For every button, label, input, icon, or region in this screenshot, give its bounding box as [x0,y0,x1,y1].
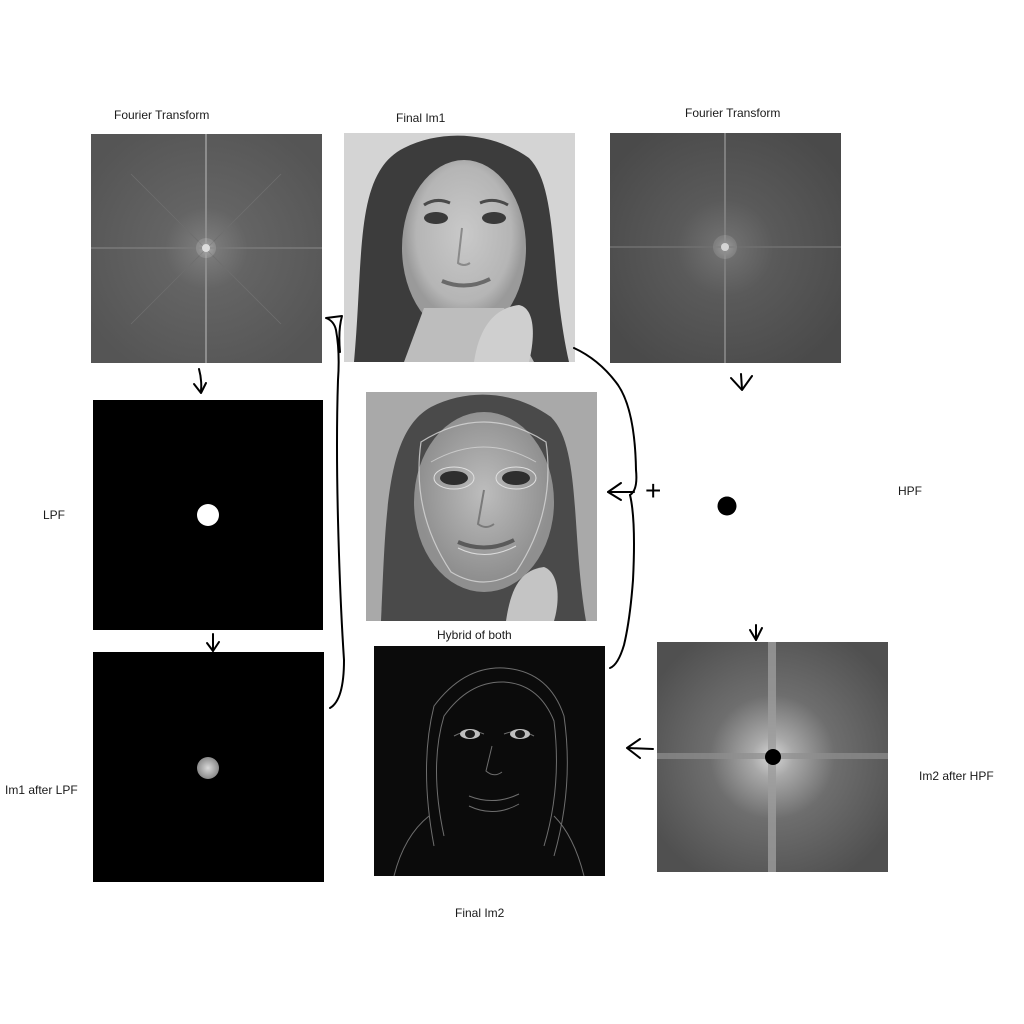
label-fourier-transform-2: Fourier Transform [685,106,781,120]
arrow-lpf-to-im1-after-lpf [206,633,220,652]
arrow-ft1-to-lpf [193,368,207,394]
label-im2-after-hpf: Im2 after HPF [919,769,994,783]
label-im1-after-lpf: Im1 after LPF [5,783,78,797]
final-im1-photo [344,133,575,362]
label-fourier-transform-1: Fourier Transform [114,108,210,122]
label-hybrid-of-both: Hybrid of both [437,628,512,642]
im2-after-hpf-spectrum [657,642,888,872]
arrow-hpf-to-im2-after-hpf [749,624,763,641]
arrow-ft2-to-hpf [730,373,753,391]
arrow-into-hybrid [607,482,635,501]
final-im2-edges [374,646,605,876]
label-final-im2: Final Im2 [455,906,505,920]
im1-after-lpf-spectrum [93,652,324,882]
fourier-spectrum-im1 [91,134,322,363]
hpf-mask [717,496,737,516]
lpf-mask [93,400,323,630]
label-lpf: LPF [43,508,66,522]
label-hpf: HPF [898,484,922,498]
label-final-im1: Final Im1 [396,111,446,125]
fourier-spectrum-im2 [610,133,841,363]
connector-lpf-to-final-im1 [325,315,345,709]
arrow-im2hpf-to-final-im2 [626,738,654,759]
hybrid-image-photo [366,392,597,621]
plus-sign: + [645,475,662,506]
